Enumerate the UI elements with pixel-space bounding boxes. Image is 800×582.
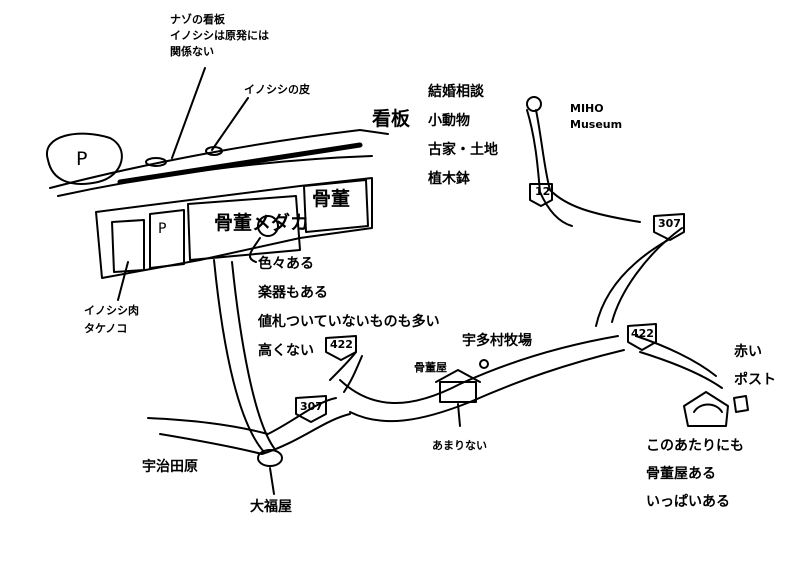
antique-shop-label: 骨董屋 xyxy=(414,361,447,374)
route-307-upper-number: 307 xyxy=(658,217,681,230)
branch-red-post-b xyxy=(639,351,723,389)
boar-meat-note: イノシシ肉 タケノコ xyxy=(84,302,139,338)
boar-meat-pointer xyxy=(117,261,129,301)
route12-right xyxy=(535,109,641,223)
ranch-marker xyxy=(479,359,489,369)
service-small-animals: 小動物 xyxy=(428,113,470,129)
daifuku-shop-label: 大福屋 xyxy=(250,499,292,515)
mystery-sign-note: ナゾの看板 イノシシは原発には 関係ない xyxy=(170,12,269,60)
comment-instruments: 楽器もある xyxy=(258,285,328,301)
miho-museum-label: MIHO Museum xyxy=(570,101,622,133)
antique-comments: 色々ある 楽器もある 値札ついていないものも多い 高くない xyxy=(258,250,440,366)
uta-ranch-label: 宇多村牧場 xyxy=(462,333,532,349)
parking-label-stall: P xyxy=(158,221,167,237)
route-422-left-number: 422 xyxy=(330,338,353,351)
red-post-line1: 赤い xyxy=(734,344,762,360)
service-marriage: 結婚相談 xyxy=(428,84,484,100)
shield-307-upper xyxy=(653,213,685,241)
museum-marker xyxy=(526,96,542,112)
museum-line1: MIHO xyxy=(570,102,604,115)
parking-label-left: P xyxy=(76,148,88,170)
lower-road-branch-b xyxy=(343,355,363,393)
more-antiques-note: このあたりにも 骨董屋ある いっぱいある xyxy=(646,432,744,516)
red-post-line2: ポスト xyxy=(734,372,776,388)
daifuku-pointer-b xyxy=(231,261,275,449)
shield-307-lower xyxy=(295,395,327,423)
shield-12 xyxy=(529,183,553,207)
boar-meat-line2: タケノコ xyxy=(84,322,128,335)
daifuku-marker xyxy=(257,449,283,467)
house-near-post-roof xyxy=(693,403,723,413)
shop-services-list: 結婚相談 小動物 古家・土地 植木鉢 xyxy=(428,78,498,194)
antique-label: 骨董 xyxy=(312,188,351,210)
antique-shop-body xyxy=(439,381,477,403)
antique-shop-box xyxy=(303,179,369,233)
skin-marker xyxy=(205,146,223,156)
more-antiques-line1: このあたりにも xyxy=(646,438,744,454)
lower-road-branch xyxy=(329,351,357,381)
mystery-sign-line3: 関係ない xyxy=(170,45,214,58)
comment-not-expensive: 高くない xyxy=(258,343,314,359)
sign-pointer-line xyxy=(171,67,206,159)
lower-road-upper xyxy=(147,397,337,435)
boar-meat-stall xyxy=(111,219,145,273)
shield-422-right xyxy=(627,323,657,351)
red-post-marker xyxy=(733,395,749,413)
antique-shop-pointer xyxy=(457,403,461,427)
boar-skin-pointer-line xyxy=(211,97,249,151)
main-road-diagonal-upper xyxy=(339,335,619,404)
parking-circle xyxy=(45,132,123,185)
daifuku-label-pointer xyxy=(269,467,275,495)
medaka-circle-marker xyxy=(257,215,279,237)
service-old-house-land: 古家・土地 xyxy=(428,142,498,158)
not-much-label: あまりない xyxy=(432,439,487,452)
more-antiques-line2: 骨董屋ある xyxy=(646,466,716,482)
signboard-label: 看板 xyxy=(372,108,411,130)
mystery-sign-line2: イノシシは原発には xyxy=(170,29,269,42)
ujitawara-label: 宇治田原 xyxy=(142,459,198,475)
route-307-lower-number: 307 xyxy=(300,400,323,413)
comment-various: 色々ある xyxy=(258,256,314,272)
antique-medaka-label: 骨董メダカ xyxy=(214,212,310,234)
main-road-upper-edge xyxy=(49,129,389,189)
parking-stall xyxy=(149,209,185,269)
antique-shop-roof xyxy=(435,369,481,383)
boar-skin-label: イノシシの皮 xyxy=(244,83,310,96)
lower-road-lower xyxy=(159,413,351,455)
route307-upper-a xyxy=(595,239,669,327)
branch-red-post-a xyxy=(635,335,717,377)
route12-left xyxy=(526,109,573,227)
service-flowerpots: 植木鉢 xyxy=(428,171,470,187)
boar-meat-line1: イノシシ肉 xyxy=(84,304,139,317)
mystery-sign-line1: ナゾの看板 xyxy=(170,13,225,26)
museum-line2: Museum xyxy=(570,118,623,131)
comment-no-price-tags: 値札ついていないものも多い xyxy=(258,314,440,330)
house-near-post xyxy=(683,391,729,427)
daifuku-pointer-a xyxy=(213,259,265,453)
shield-422-left xyxy=(325,335,357,361)
sign-marker xyxy=(145,157,167,167)
comments-pointer xyxy=(248,237,261,263)
antique-medaka-shop xyxy=(187,195,301,261)
road-band-fill-line xyxy=(117,142,363,185)
red-post-note: 赤い ポスト xyxy=(734,338,776,394)
more-antiques-line3: いっぱいある xyxy=(646,494,730,510)
route-422-right-number: 422 xyxy=(631,327,654,340)
route-12-number: 12 xyxy=(535,185,551,198)
route307-upper-b xyxy=(611,227,683,323)
